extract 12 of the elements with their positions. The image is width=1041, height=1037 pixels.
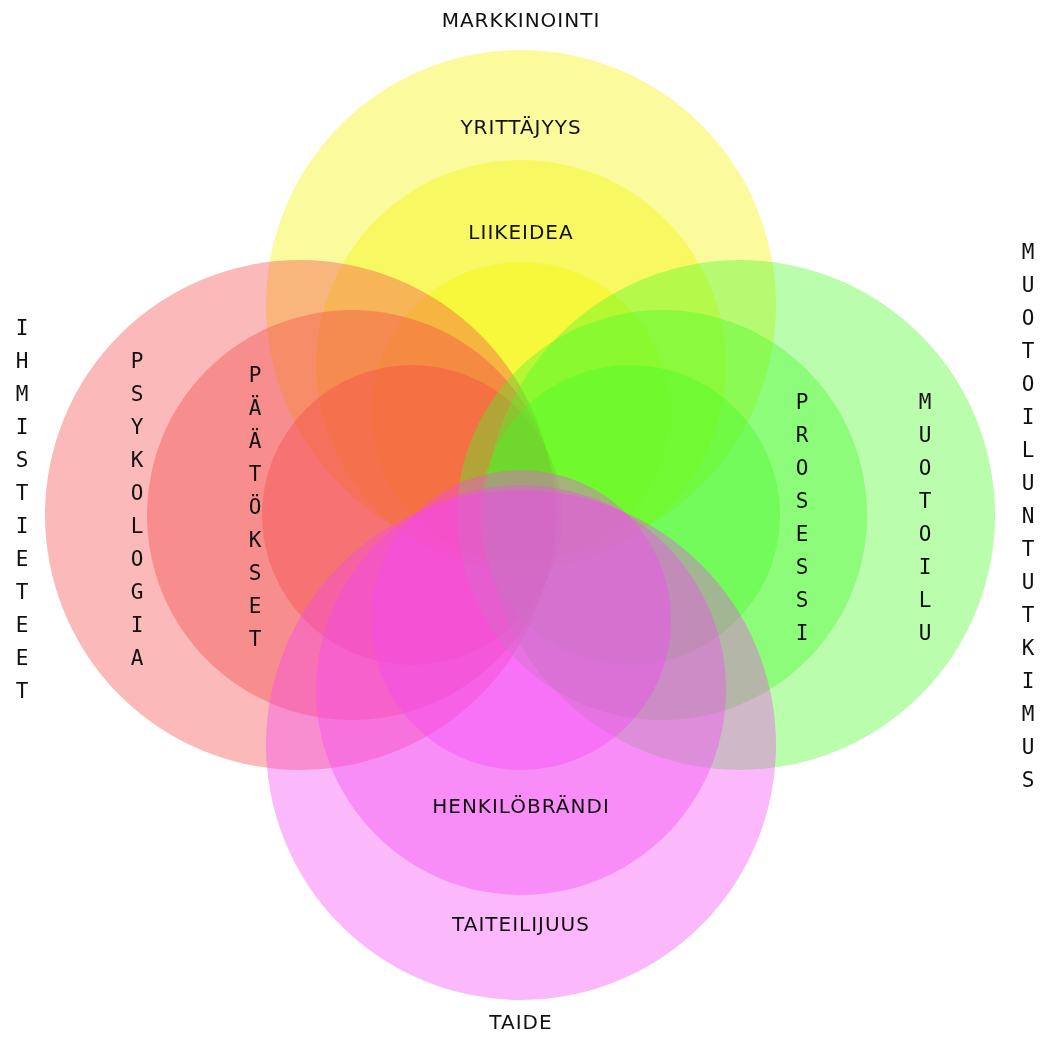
circle-label: YRITTÄJYYS — [460, 115, 582, 139]
vertical-label: MUOTOILUN TUTKIMUS — [1020, 238, 1036, 794]
vertical-label: MUOTOILU — [917, 389, 933, 647]
vertical-label: IHMISTIETEET — [14, 315, 30, 705]
vertical-label: PSYKOLOGIA — [129, 348, 145, 672]
vertical-label: PÄÄTÖKSET — [247, 361, 263, 653]
circle-label: LIIKEIDEA — [468, 220, 574, 244]
vertical-label: PROSESSI — [794, 389, 810, 647]
circle-label: TAIDE — [489, 1010, 553, 1034]
circle-label: TAITEILIJUUS — [452, 912, 590, 936]
circle-label: HENKILÖBRÄNDI — [432, 794, 610, 818]
circle-label: MARKKINOINTI — [441, 8, 601, 32]
